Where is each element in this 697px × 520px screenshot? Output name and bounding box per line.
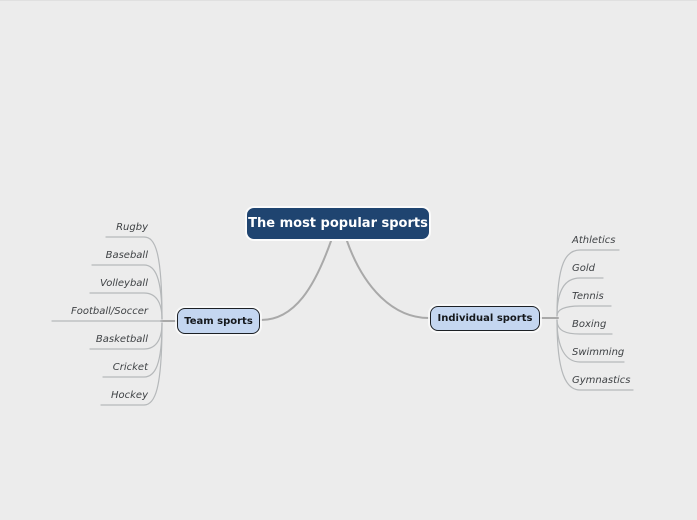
leaf-topic-tennis[interactable]: Tennis bbox=[572, 291, 604, 302]
leaf-topic-gold[interactable]: Gold bbox=[572, 263, 595, 274]
edge-individual-gold bbox=[556, 277, 604, 317]
edge-individual-gymnastics bbox=[556, 319, 634, 391]
edge-individual-athletics bbox=[556, 249, 620, 317]
edge-team-baseball bbox=[91, 264, 163, 320]
leaf-topic-cricket[interactable]: Cricket bbox=[112, 362, 148, 373]
leaf-topic-volleyball[interactable]: Volleyball bbox=[99, 278, 148, 289]
root-node[interactable]: The most popular sports bbox=[245, 206, 431, 241]
branch-node-team-sports[interactable]: Team sports bbox=[177, 308, 260, 334]
leaf-topic-athletics[interactable]: Athletics bbox=[572, 235, 616, 246]
edge-team-hockey bbox=[100, 322, 163, 406]
edge-individual-tennis bbox=[556, 305, 612, 317]
edge-team-volleyball bbox=[89, 292, 163, 320]
leaf-topic-football-soccer[interactable]: Football/Soccer bbox=[70, 306, 148, 317]
edge-root-individual bbox=[346, 240, 430, 319]
leaf-topic-baseball[interactable]: Baseball bbox=[105, 250, 148, 261]
leaf-topic-basketball[interactable]: Basketball bbox=[95, 334, 148, 345]
leaf-topic-hockey[interactable]: Hockey bbox=[111, 390, 148, 401]
branch-node-individual-sports[interactable]: Individual sports bbox=[430, 306, 540, 331]
leaf-topic-gymnastics[interactable]: Gymnastics bbox=[572, 375, 631, 386]
leaf-topic-boxing[interactable]: Boxing bbox=[572, 319, 607, 330]
leaf-topic-swimming[interactable]: Swimming bbox=[572, 347, 625, 358]
edge-root-team bbox=[260, 240, 332, 321]
leaf-topic-rugby[interactable]: Rugby bbox=[116, 222, 148, 233]
